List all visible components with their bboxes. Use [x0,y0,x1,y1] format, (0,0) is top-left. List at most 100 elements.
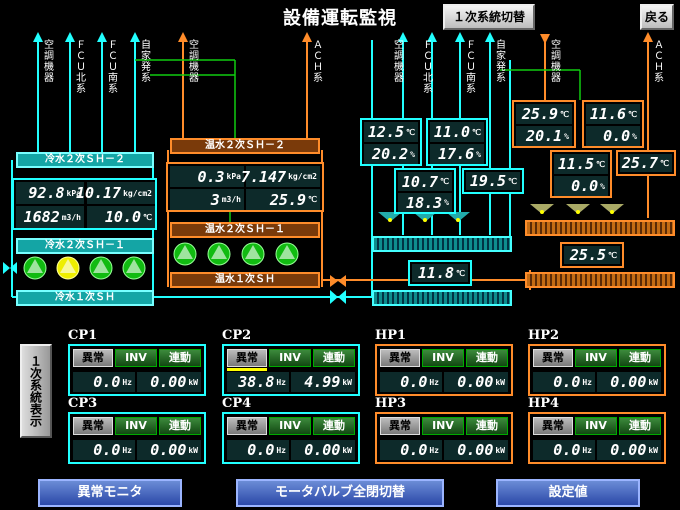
temp-display: 11.5℃ [554,154,608,174]
pump-name: CP4 [222,396,252,411]
header-temp-cyan: 11.8℃ [408,260,472,286]
temp-display: 11.8℃ [412,264,468,282]
right-cyan-panel-4: 19.5℃ [462,168,524,194]
right-cyan-panel-2: 11.0℃ 17.6% [426,118,488,166]
interlock-indicator: 連動 [466,417,508,435]
pump-name: CP3 [68,396,98,411]
hot-sh1-header: 温水２次ＳＨ－１ [170,222,320,238]
hot-primary-header: 温水１次ＳＨ [170,272,320,288]
cold-sh1-header: 冷水２次ＳＨ－１ [16,238,154,254]
branch-label: ＦＣＵ南系 [466,40,476,95]
right-hot-header [525,220,675,236]
alarm-indicator: 異常 [380,417,420,435]
humidity-display: 0.0% [554,176,608,196]
right-cyan-panel-3: 10.7℃ 18.3% [394,168,456,214]
humidity-display: 20.1% [516,126,572,146]
temp-display: 25.5℃ [564,246,620,264]
valve-close-switch-button[interactable]: モータバルブ全閉切替 [236,479,444,507]
pump-name: HP4 [528,396,560,411]
pump-name: CP1 [68,328,98,343]
right-cyan-panel-1: 12.5℃ 20.2% [360,118,422,166]
right-hot-primary-header [525,272,675,288]
right-orange-panel-1: 25.9℃ 20.1% [512,100,576,148]
alarm-monitor-button[interactable]: 異常モニタ [38,479,182,507]
temp-display: 12.5℃ [364,122,418,142]
running-indicator [227,368,267,371]
branch-label: 空調機器 [394,40,404,84]
branch-label: 自家発系 [141,40,151,84]
temp-display: 11.6℃ [586,104,640,124]
header-temp-orange: 25.5℃ [560,242,624,268]
system-switch-button[interactable]: １次系統切替 [443,4,535,30]
inv-indicator: INV [575,349,617,367]
inv-indicator: INV [422,349,464,367]
humidity-display: 20.2% [364,144,418,164]
right-cold-primary-header [372,290,512,306]
pump-name: HP1 [375,328,407,343]
back-button[interactable]: 戻る [640,4,674,30]
alarm-indicator: 異常 [227,417,267,435]
alarm-indicator: 異常 [533,349,573,367]
branch-label: ＦＣＵ南系 [108,40,118,95]
temp-display: 19.5℃ [466,172,520,190]
right-orange-panel-2: 11.6℃ 0.0% [582,100,644,148]
right-orange-panel-4: 25.7℃ [616,150,676,176]
inv-indicator: INV [269,349,311,367]
branch-label: 空調機器 [551,40,561,84]
humidity-display: 17.6% [430,144,484,164]
alarm-indicator: 異常 [73,417,113,435]
temp-display: 10.7℃ [398,172,452,191]
interlock-indicator: 連動 [159,349,201,367]
cold-temp-display: 10.0℃ [87,206,155,228]
pump-name: HP2 [528,328,560,343]
humidity-display: 18.3% [398,193,452,212]
temp-display: 11.0℃ [430,122,484,142]
branch-label: ＦＣＵ北系 [76,40,86,95]
branch-label: 自家発系 [496,40,506,84]
hot-temp-display: 25.9℃ [246,189,320,210]
interlock-indicator: 連動 [619,417,661,435]
hot-sh2-header: 温水２次ＳＨ－２ [170,138,320,154]
settings-button[interactable]: 設定値 [496,479,640,507]
pump-name: HP3 [375,396,407,411]
humidity-display: 0.0% [586,126,640,146]
inv-indicator: INV [575,417,617,435]
inv-indicator: INV [115,349,157,367]
branch-label: 空調機器 [44,40,54,84]
primary-system-display-button[interactable]: １次系統表示 [20,344,52,438]
branch-label: ＦＣＵ北系 [423,40,433,95]
pump-name: CP2 [222,328,252,343]
branch-label: ＡＣＨ系 [654,40,664,84]
interlock-indicator: 連動 [159,417,201,435]
branch-label: 空調機器 [189,40,199,84]
branch-label: ＡＣＨ系 [313,40,323,84]
alarm-indicator: 異常 [227,349,267,367]
cold-primary-header: 冷水１次ＳＨ [16,290,154,306]
